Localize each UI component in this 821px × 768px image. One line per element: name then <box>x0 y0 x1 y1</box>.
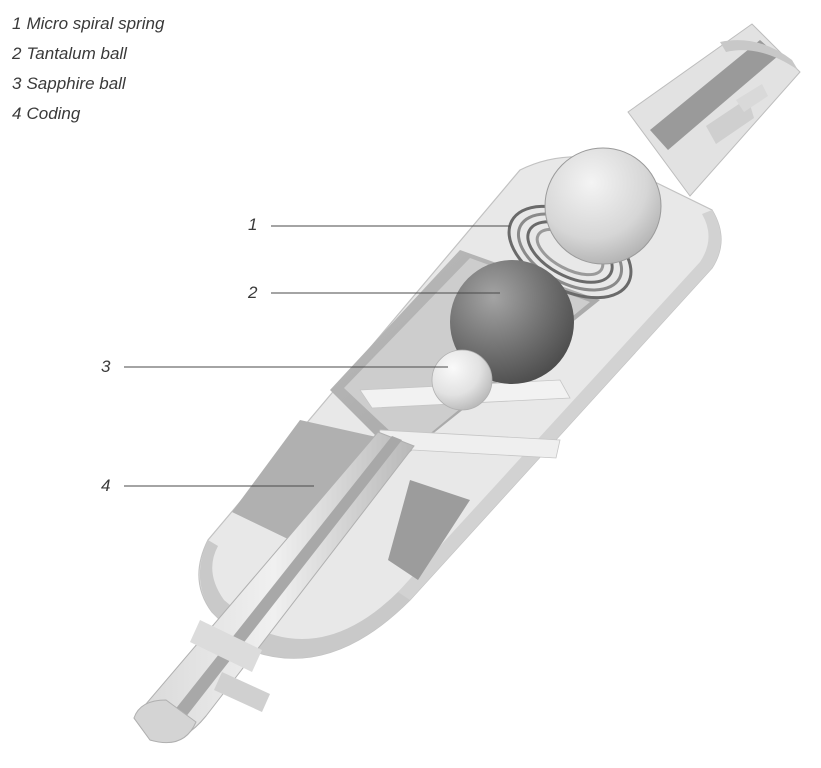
legend-label: Tantalum ball <box>26 44 127 63</box>
sapphire-ball <box>431 349 493 411</box>
legend-number: 2 <box>12 44 22 63</box>
legend-number: 4 <box>12 104 22 123</box>
legend-number: 3 <box>12 74 22 93</box>
callout-2: 2 <box>248 283 258 302</box>
lower-outlet-tube <box>133 431 415 744</box>
callout-1: 1 <box>248 215 258 234</box>
legend-number: 1 <box>12 14 22 33</box>
legend-label: Sapphire ball <box>26 74 126 93</box>
callout-3: 3 <box>101 357 111 376</box>
leader-lines <box>124 225 510 487</box>
callout-4: 4 <box>101 476 111 495</box>
upper-outlet-tube <box>627 23 801 197</box>
legend-label: Micro spiral spring <box>26 14 165 33</box>
tantalum-ball <box>450 260 574 384</box>
legend-label: Coding <box>26 104 81 123</box>
upper-ball <box>544 147 662 265</box>
